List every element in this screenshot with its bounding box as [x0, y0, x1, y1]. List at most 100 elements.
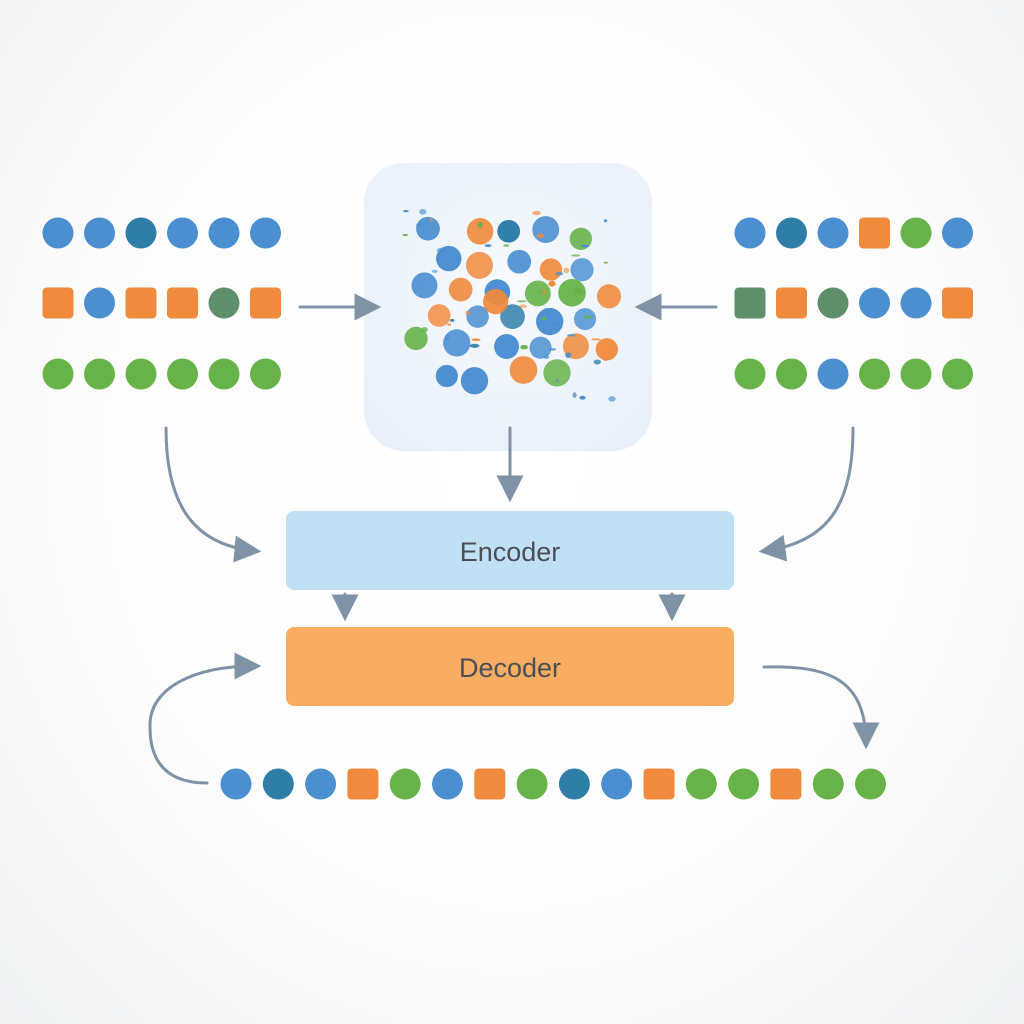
- pool-token-9: [539, 258, 563, 281]
- pool-fleck-12: [543, 355, 550, 359]
- pool-fleck-37: [603, 219, 608, 223]
- output-token-8: [516, 768, 548, 800]
- pool-token-19: [500, 304, 525, 329]
- pool-fleck-6: [465, 310, 470, 316]
- pool-token-18: [466, 305, 489, 328]
- pool-token-15: [558, 278, 586, 307]
- right-token-r3-c3: [817, 358, 849, 390]
- output-token-16: [855, 768, 886, 800]
- pool-fleck-9: [555, 379, 559, 382]
- right-token-r1-c3: [817, 217, 849, 249]
- output-token-10: [601, 768, 633, 800]
- output-token-4: [347, 768, 379, 800]
- encoder-block[interactable]: Encoder: [286, 511, 734, 590]
- arrow-right-group-to-encoder: [758, 426, 855, 562]
- pool-token-16: [596, 284, 622, 309]
- output-token-13: [728, 768, 760, 800]
- pool-fleck-18: [541, 316, 547, 321]
- pool-token-29: [460, 367, 489, 395]
- pool-fleck-42: [550, 323, 559, 326]
- pool-fleck-3: [537, 233, 544, 238]
- pool-fleck-31: [548, 348, 557, 351]
- right-token-r2-c3: [817, 287, 849, 319]
- encoder-box[interactable]: [286, 511, 734, 590]
- pool-token-24: [494, 334, 520, 359]
- left-token-r3-c5: [208, 358, 240, 390]
- pool-token-10: [570, 258, 594, 282]
- right-token-r2-c4: [859, 287, 890, 319]
- pool-token-5: [497, 219, 521, 243]
- pool-fleck-8: [591, 338, 601, 341]
- pool-fleck-11: [445, 336, 450, 341]
- right-token-r3-c2: [776, 358, 807, 390]
- output-token-12: [685, 768, 717, 800]
- pool-fleck-13: [572, 392, 577, 398]
- right-token-r3-c4: [859, 358, 890, 390]
- pool-fleck-44: [416, 223, 422, 227]
- mixed-token-pool: [364, 163, 652, 451]
- left-token-r2-c3: [125, 287, 157, 319]
- pool-token-30: [509, 356, 538, 384]
- pool-token-1: [416, 216, 440, 241]
- right-token-r3-c1: [734, 358, 766, 390]
- pool-fleck-23: [593, 359, 601, 365]
- right-token-r1-c5: [900, 217, 932, 249]
- pool-fleck-38: [603, 261, 609, 264]
- pool-fleck-29: [532, 210, 541, 216]
- decoder-label: Decoder: [459, 653, 561, 683]
- pool-fleck-40: [421, 326, 428, 333]
- output-token-5: [389, 768, 421, 800]
- left-token-r3-c6: [250, 358, 281, 390]
- right-token-r3-c5: [900, 358, 932, 390]
- pool-token-17: [427, 304, 451, 327]
- pool-token-7: [465, 251, 494, 279]
- pool-token-14: [524, 280, 551, 307]
- left-token-group: [42, 217, 281, 390]
- pool-fleck-19: [520, 344, 528, 350]
- pool-fleck-14: [447, 323, 452, 326]
- output-token-9: [558, 768, 590, 800]
- pool-fleck-16: [402, 209, 409, 213]
- encoder-label: Encoder: [460, 537, 561, 567]
- right-token-r1-c4: [859, 217, 890, 249]
- arrow-decoder-to-output: [762, 665, 880, 750]
- pool-fleck-17: [565, 352, 572, 358]
- pool-fleck-10: [419, 208, 427, 215]
- left-token-r1-c4: [167, 217, 198, 249]
- output-token-2: [262, 768, 294, 800]
- pool-fleck-39: [431, 269, 438, 273]
- pool-fleck-35: [573, 288, 583, 294]
- pool-token-3: [532, 216, 560, 243]
- pool-fleck-5: [518, 304, 528, 309]
- pool-token-32: [482, 288, 509, 315]
- right-token-r1-c2: [776, 217, 807, 249]
- pool-fleck-30: [469, 343, 480, 348]
- right-token-r1-c6: [942, 217, 973, 249]
- output-token-6: [432, 768, 463, 800]
- pool-fleck-4: [503, 244, 510, 247]
- pool-token-21: [574, 308, 597, 331]
- pool-token-8: [507, 249, 532, 274]
- right-token-r1-c1: [734, 217, 766, 249]
- decoder-block[interactable]: Decoder: [286, 627, 734, 706]
- pool-fleck-26: [471, 338, 481, 341]
- left-token-r2-c4: [167, 287, 198, 319]
- flow-arrows: [148, 293, 880, 785]
- pool-token-28: [435, 364, 458, 388]
- right-token-r2-c2: [776, 287, 807, 319]
- left-token-r3-c2: [84, 358, 115, 390]
- left-token-r1-c6: [250, 217, 281, 249]
- output-token-7: [474, 768, 506, 800]
- pool-fleck-43: [537, 290, 545, 294]
- pool-fleck-25: [484, 244, 492, 248]
- right-token-r2-c6: [942, 287, 973, 319]
- left-token-r2-c1: [42, 287, 74, 319]
- left-token-r3-c1: [42, 358, 74, 390]
- pool-token-12: [448, 277, 473, 302]
- pool-fleck-45: [429, 217, 433, 223]
- left-token-r1-c2: [84, 217, 115, 249]
- decoder-box[interactable]: [286, 627, 734, 706]
- arrow-output-feedback-to-decoder: [148, 652, 262, 785]
- pool-token-cloud: [402, 208, 622, 402]
